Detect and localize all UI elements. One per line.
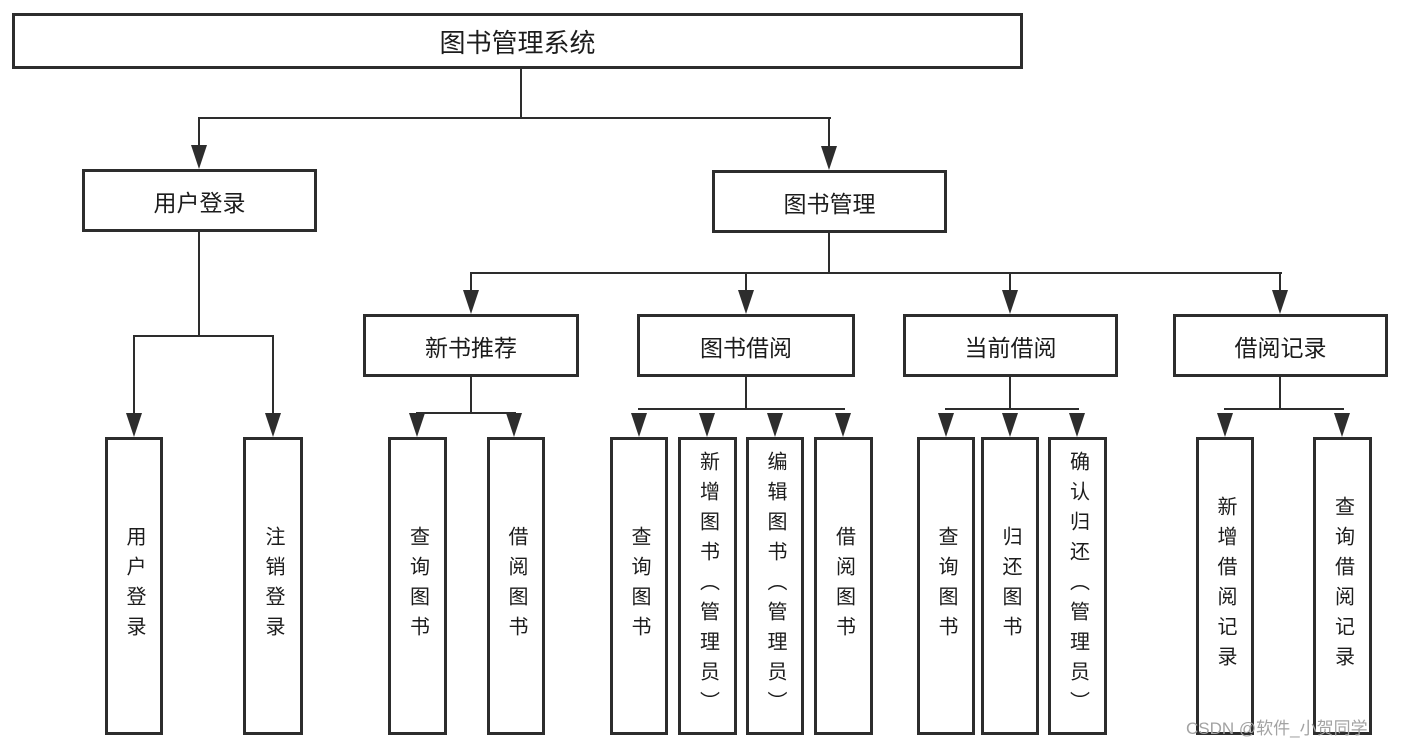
connector-line xyxy=(745,377,747,410)
leaf-add-borrow-record: 新增借阅记录 xyxy=(1196,437,1254,735)
connector-line xyxy=(1009,377,1011,410)
arrow-down-icon xyxy=(265,413,281,437)
connector-line xyxy=(745,272,747,294)
arrow-down-icon xyxy=(1002,290,1018,314)
arrow-down-icon xyxy=(738,290,754,314)
connector-line xyxy=(133,335,135,417)
arrow-down-icon xyxy=(506,413,522,437)
connector-line xyxy=(133,335,274,337)
leaf-return-book: 归还图书 xyxy=(981,437,1039,735)
node-book-borrow: 图书借阅 xyxy=(637,314,855,377)
node-book-management: 图书管理 xyxy=(712,170,947,233)
connector-line xyxy=(1279,272,1281,294)
arrow-down-icon xyxy=(191,145,207,169)
connector-line xyxy=(272,335,274,417)
arrow-down-icon xyxy=(1069,413,1085,437)
arrow-down-icon xyxy=(631,413,647,437)
connector-line xyxy=(1279,377,1281,410)
arrow-down-icon xyxy=(463,290,479,314)
leaf-add-book-admin: 新增图书（管理员） xyxy=(678,437,737,735)
connector-line xyxy=(1224,408,1344,410)
arrow-down-icon xyxy=(821,146,837,170)
arrow-down-icon xyxy=(938,413,954,437)
connector-line xyxy=(1009,272,1011,294)
connector-line xyxy=(520,69,522,119)
arrow-down-icon xyxy=(1217,413,1233,437)
connector-line xyxy=(828,233,830,274)
node-user-login: 用户登录 xyxy=(82,169,317,232)
connector-line xyxy=(470,272,1282,274)
connector-line xyxy=(416,412,516,414)
arrow-down-icon xyxy=(1272,290,1288,314)
leaf-confirm-return-admin: 确认归还（管理员） xyxy=(1048,437,1107,735)
leaf-query-borrow-record: 查询借阅记录 xyxy=(1313,437,1372,735)
arrow-down-icon xyxy=(409,413,425,437)
node-borrow-records: 借阅记录 xyxy=(1173,314,1388,377)
leaf-user-login: 用户登录 xyxy=(105,437,163,735)
node-new-book-recommend: 新书推荐 xyxy=(363,314,579,377)
arrow-down-icon xyxy=(767,413,783,437)
node-current-borrow: 当前借阅 xyxy=(903,314,1118,377)
arrow-down-icon xyxy=(126,413,142,437)
leaf-query-books-borrow: 查询图书 xyxy=(610,437,668,735)
leaf-borrow-books-recommend: 借阅图书 xyxy=(487,437,545,735)
connector-line xyxy=(638,408,845,410)
leaf-query-books-recommend: 查询图书 xyxy=(388,437,447,735)
connector-line xyxy=(945,408,1079,410)
leaf-query-books-current: 查询图书 xyxy=(917,437,975,735)
arrow-down-icon xyxy=(1002,413,1018,437)
connector-line xyxy=(198,117,831,119)
connector-line xyxy=(470,272,472,294)
connector-line xyxy=(198,232,200,337)
node-library-system: 图书管理系统 xyxy=(12,13,1023,69)
leaf-edit-book-admin: 编辑图书（管理员） xyxy=(746,437,804,735)
arrow-down-icon xyxy=(1334,413,1350,437)
connector-line xyxy=(470,377,472,414)
connector-line xyxy=(198,117,200,149)
arrow-down-icon xyxy=(835,413,851,437)
leaf-borrow-books: 借阅图书 xyxy=(814,437,873,735)
arrow-down-icon xyxy=(699,413,715,437)
csdn-watermark: CSDN @软件_小贺同学 xyxy=(1186,719,1368,738)
leaf-logout: 注销登录 xyxy=(243,437,303,735)
connector-line xyxy=(828,117,830,150)
